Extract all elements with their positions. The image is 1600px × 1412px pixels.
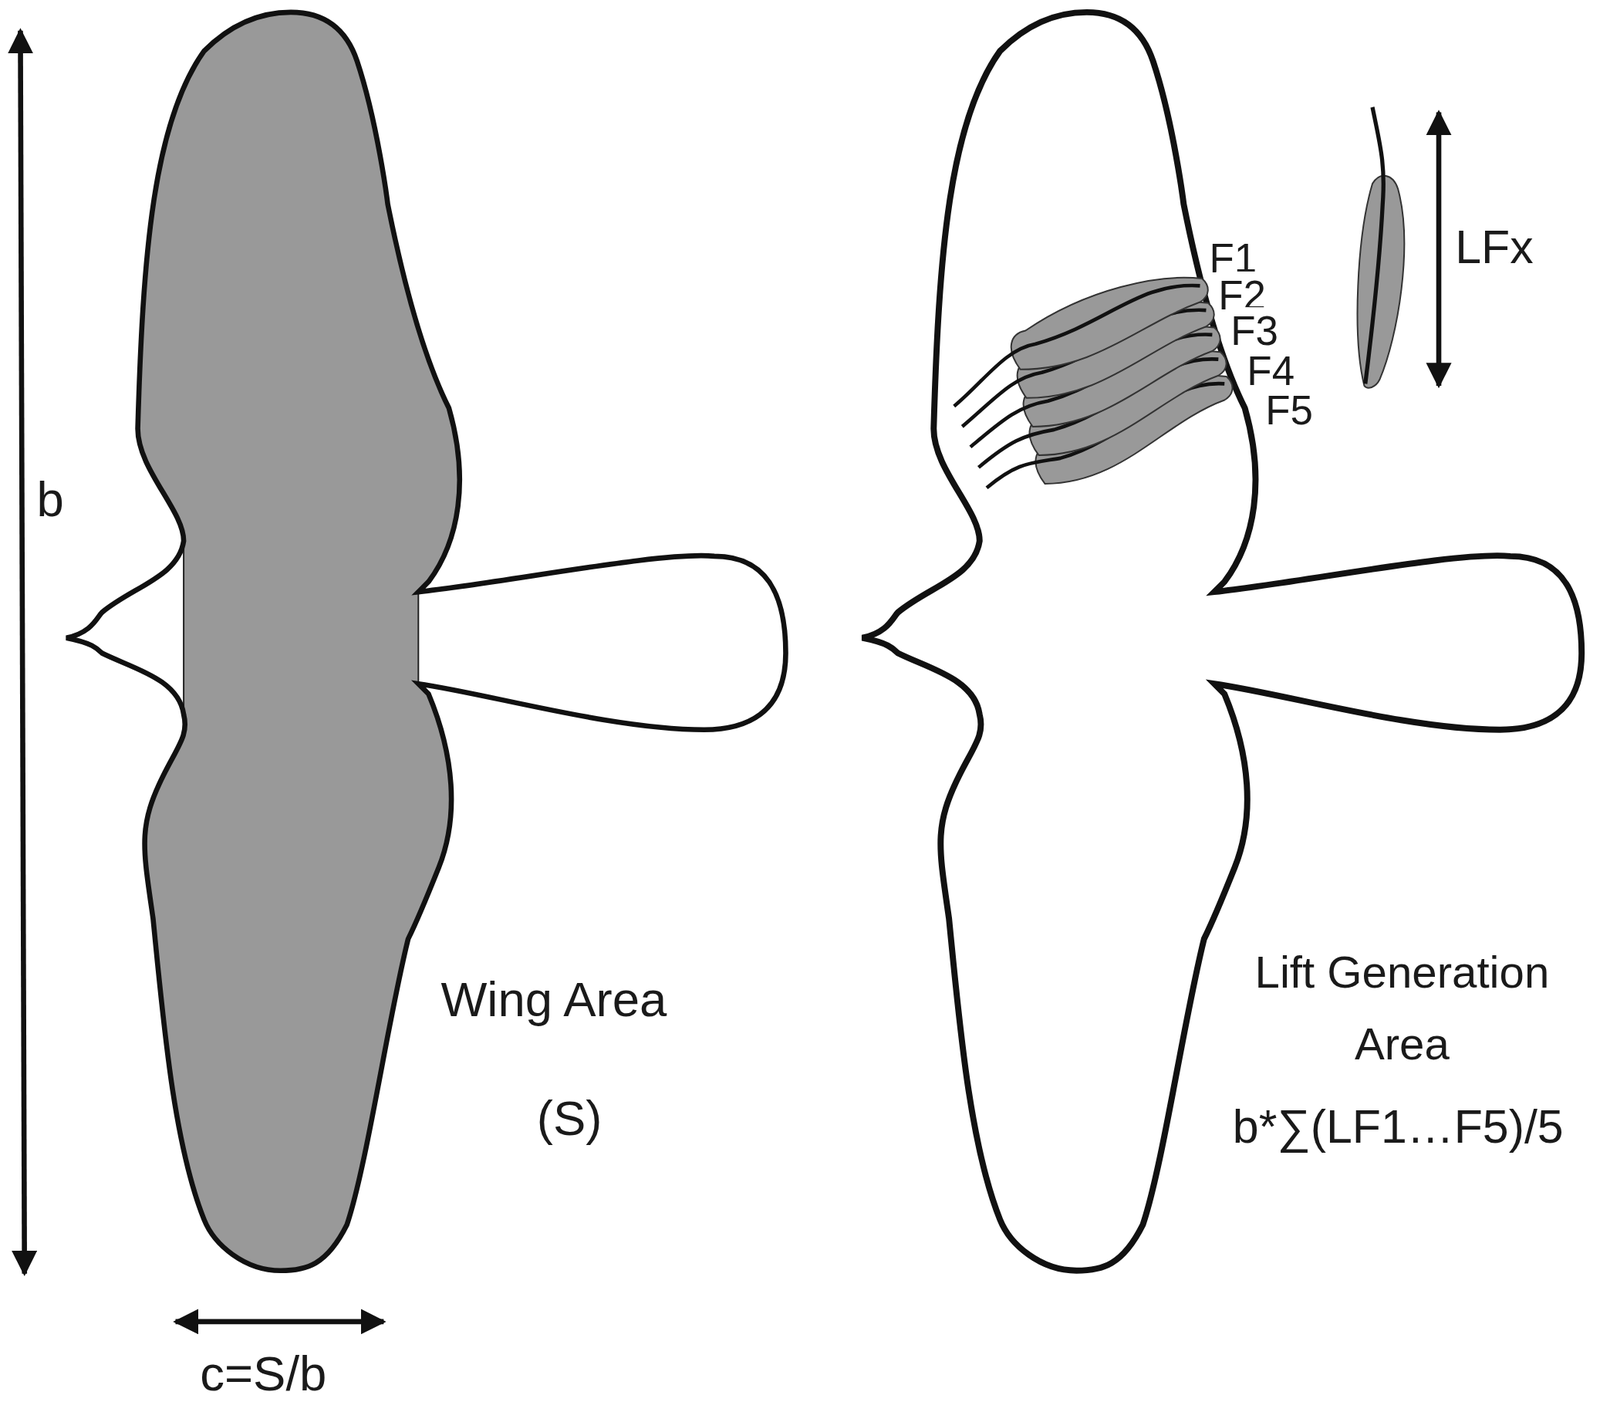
bird-outline [66, 12, 787, 1271]
feather-label: F5 [1263, 386, 1316, 434]
annotation-label: b*∑(LF1…F5)/5 [1232, 1100, 1564, 1155]
chord-arrow [175, 1319, 385, 1325]
length-arrow [1436, 111, 1442, 385]
annotation-label: (S) [536, 1090, 603, 1147]
feather-shaft [954, 285, 1201, 406]
bird-outline [862, 12, 1583, 1271]
feather-shaft [1365, 107, 1384, 384]
dimension-label: LFx [1454, 220, 1533, 275]
bird-outline [66, 12, 787, 1271]
wing-area-fill [138, 12, 460, 1271]
annotation-label: Wing Area [440, 971, 667, 1028]
primary-feather [1011, 277, 1209, 370]
annotation-label: c=S/b [199, 1344, 327, 1401]
span-arrow [20, 30, 24, 1274]
annotation-label: Lift Generation Area [1222, 936, 1583, 1081]
annotation-label: b [37, 471, 65, 528]
